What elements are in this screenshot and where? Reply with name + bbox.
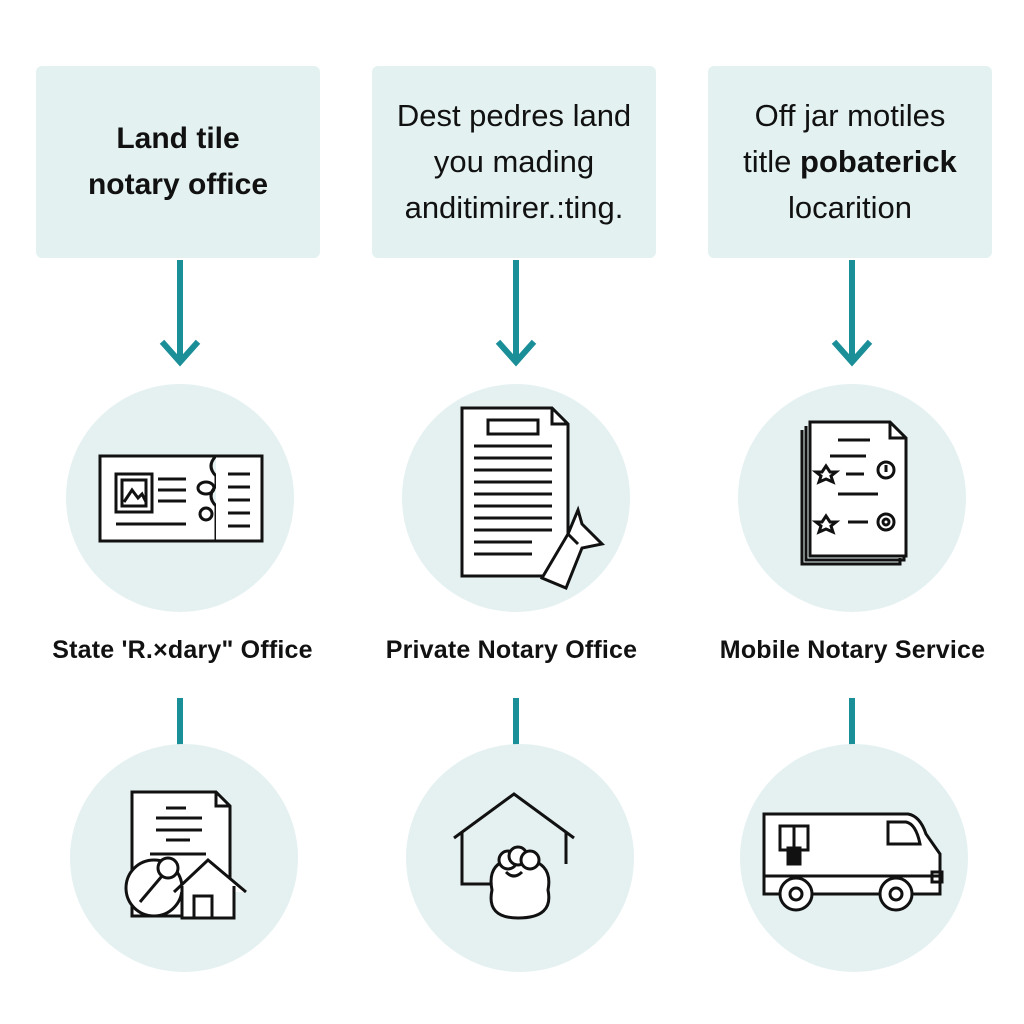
circle-top-1 xyxy=(66,384,294,612)
box-2-line-2: you mading xyxy=(433,144,595,179)
label-private-notary-office: Private Notary Office xyxy=(385,636,638,664)
description-box-3: Off jar motiles title pobaterick locarit… xyxy=(708,66,992,258)
land-title-certificate-icon xyxy=(98,454,264,543)
document-house-magnifier-icon xyxy=(124,790,247,920)
label-mobile-notary-service: Mobile Notary Service xyxy=(719,636,986,664)
van-icon xyxy=(762,812,944,912)
circle-top-2 xyxy=(402,384,630,612)
box-3-line-1: Off jar motiles xyxy=(754,98,946,133)
arrow-down-icon xyxy=(159,260,201,367)
circle-bottom-2 xyxy=(406,744,634,972)
notarized-document-pen-icon xyxy=(460,406,606,590)
document-stack-checklist-icon xyxy=(800,420,908,566)
circle-bottom-3 xyxy=(740,744,968,972)
label-state-notary-office: State 'R.×dary" Office xyxy=(52,636,313,664)
arrow-down-icon xyxy=(831,260,873,367)
box-3-line-2: title pobaterick xyxy=(743,139,957,185)
box-1-line-1: Land tile xyxy=(116,122,240,155)
box-3-line-2-bold: pobaterick xyxy=(800,144,957,179)
house-people-icon xyxy=(453,792,575,920)
box-3-line-2-text: title xyxy=(743,144,801,179)
box-1-line-2: notary office xyxy=(87,168,269,201)
arrow-down-icon xyxy=(495,260,537,367)
box-3-line-3: locarition xyxy=(787,190,913,225)
description-box-1: Land tile notary office xyxy=(36,66,320,258)
box-2-line-1: Dest pedres land xyxy=(396,98,632,133)
description-box-2: Dest pedres land you mading anditimirer.… xyxy=(372,66,656,258)
circle-top-3 xyxy=(738,384,966,612)
box-2-line-3: anditimirer.:ting. xyxy=(404,190,624,225)
circle-bottom-1 xyxy=(70,744,298,972)
